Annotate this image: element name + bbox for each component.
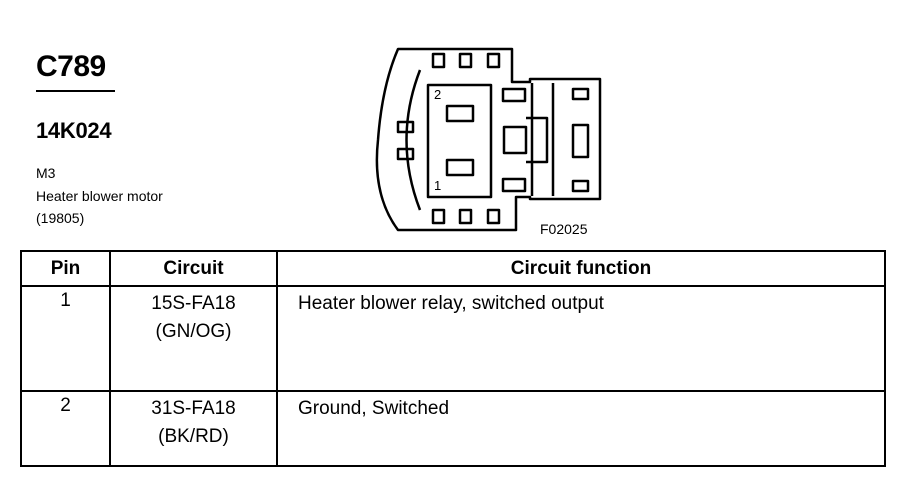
- bottom-tab: [431, 208, 446, 225]
- function-cell: Ground, Switched: [276, 390, 886, 467]
- header-circuit: Circuit: [109, 250, 278, 287]
- pin-label-1: 1: [434, 178, 441, 193]
- terminal-cavity: [426, 83, 493, 199]
- table-row: 2 31S-FA18 (BK/RD) Ground, Switched: [20, 390, 886, 467]
- description-line-2: Heater blower motor: [36, 188, 163, 204]
- terminal-2: [445, 104, 475, 123]
- terminal-1: [445, 158, 475, 177]
- table-row: 1 15S-FA18 (GN/OG) Heater blower relay, …: [20, 285, 886, 392]
- circuit-code: 31S-FA18: [151, 398, 236, 419]
- latch-wedge: [526, 116, 549, 164]
- pin-cell: 2: [20, 390, 111, 467]
- right-slot: [571, 179, 590, 193]
- header-pin: Pin: [20, 250, 111, 287]
- bottom-tab: [486, 208, 501, 225]
- right-slot: [571, 123, 590, 159]
- circuit-code: 15S-FA18: [151, 293, 236, 314]
- left-tab: [396, 147, 415, 161]
- circuit-cell: 31S-FA18 (BK/RD): [109, 390, 278, 467]
- description-line-1: M3: [36, 165, 56, 181]
- connector-id-underline: [36, 90, 115, 92]
- top-tab: [458, 52, 473, 69]
- wire-color: (BK/RD): [158, 426, 229, 447]
- part-number: 14K024: [36, 118, 112, 143]
- function-cell: Heater blower relay, switched output: [276, 285, 886, 392]
- wire-color: (GN/OG): [155, 321, 232, 342]
- pin-cell: 1: [20, 285, 111, 392]
- right-slot: [571, 87, 590, 101]
- connector-inner-arc: [405, 69, 422, 211]
- bottom-tab: [458, 208, 473, 225]
- pin-label-2: 2: [434, 87, 441, 102]
- left-tab: [396, 120, 415, 134]
- pin-table: Pin Circuit Circuit function 1 15S-FA18 …: [20, 250, 886, 467]
- table-header-row: Pin Circuit Circuit function: [20, 250, 886, 287]
- figure-id: F02025: [540, 221, 588, 237]
- connector-id: C789: [36, 50, 106, 83]
- connector-face-diagram: 2 1: [375, 47, 602, 232]
- top-tab: [431, 52, 446, 69]
- description-line-3: (19805): [36, 210, 85, 226]
- connector-body-outline: [375, 47, 602, 232]
- right-tab: [501, 87, 527, 103]
- right-tab: [501, 177, 527, 193]
- top-tab: [486, 52, 501, 69]
- header-circuit-function: Circuit function: [276, 250, 886, 287]
- circuit-cell: 15S-FA18 (GN/OG): [109, 285, 278, 392]
- latch-block: [502, 125, 528, 155]
